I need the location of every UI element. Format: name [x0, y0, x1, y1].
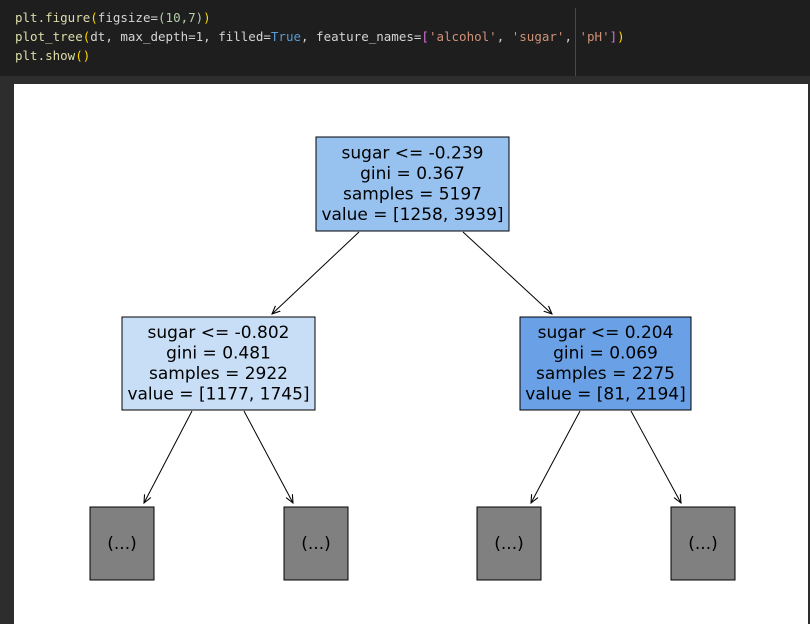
tree-node-label: sugar <= -0.239	[342, 144, 484, 164]
code-token: figsize=	[97, 10, 159, 25]
code-token: ()	[75, 48, 91, 63]
tree-node-box	[315, 136, 510, 232]
code-token: plt.figure	[15, 10, 91, 25]
code-line-1: plt.figure(figsize=(10,7))	[15, 10, 211, 26]
tree-node-label: (...)	[494, 534, 523, 554]
code-token: 'alcohol'	[428, 29, 497, 44]
tree-node-label: samples = 2922	[149, 364, 288, 384]
tree-node-leaf2: (...)	[283, 506, 349, 581]
tree-node-box	[519, 316, 692, 411]
tree-node-label: gini = 0.367	[360, 164, 465, 184]
code-token: ,	[564, 29, 580, 44]
tree-node-leaf4: (...)	[670, 506, 736, 581]
code-token: (10,7)	[158, 10, 204, 25]
tree-node-box	[670, 506, 736, 581]
code-cell[interactable]: plt.figure(figsize=(10,7)) plot_tree(dt,…	[0, 0, 810, 76]
tree-edge-right-leaf3	[531, 410, 581, 503]
tree-node-label: sugar <= 0.204	[538, 323, 674, 343]
code-token: plt.show	[15, 48, 76, 63]
code-token: (	[90, 10, 98, 25]
tree-node-label: gini = 0.069	[553, 344, 658, 364]
tree-node-box	[283, 506, 349, 581]
tree-edge-right-leaf4	[630, 410, 681, 503]
tree-node-label: gini = 0.481	[166, 344, 271, 364]
tree-node-leaf3: (...)	[476, 506, 542, 581]
tree-edge-root-left	[272, 231, 360, 314]
code-token: ,	[496, 29, 512, 44]
tree-node-label: value = [81, 2194]	[525, 385, 685, 405]
code-token: )	[617, 29, 625, 44]
tree-node-leaf1: (...)	[89, 506, 155, 581]
code-line-2: plot_tree(dt, max_depth=1, filled=True, …	[15, 29, 625, 45]
tree-node-box	[121, 316, 316, 411]
code-token: 'pH'	[579, 29, 610, 44]
tree-edge-left-leaf1	[144, 410, 193, 503]
tree-node-box	[89, 506, 155, 581]
tree-node-label: samples = 5197	[343, 185, 482, 205]
code-token: dt, max_depth=1, filled=	[90, 29, 271, 44]
code-token: )	[203, 10, 211, 25]
editor-ruler	[575, 8, 576, 76]
tree-node-label: samples = 2275	[536, 364, 675, 384]
tree-edge-left-leaf2	[243, 410, 293, 503]
tree-node-label: value = [1258, 3939]	[321, 205, 503, 225]
code-token: , feature_names=	[301, 29, 422, 44]
code-token: (	[82, 29, 91, 44]
code-token: 'sugar'	[511, 29, 565, 44]
code-line-3: plt.show()	[15, 48, 90, 64]
tree-node-label: (...)	[688, 534, 717, 554]
code-token: plot_tree	[15, 29, 83, 44]
tree-node-label: (...)	[301, 534, 330, 554]
code-token: True	[270, 29, 301, 44]
tree-node-label: sugar <= -0.802	[148, 323, 290, 343]
tree-edge-root-right	[462, 231, 552, 314]
tree-node-label: (...)	[107, 534, 136, 554]
tree-node-box	[476, 506, 542, 581]
code-token: [	[421, 29, 429, 44]
tree-node-label: value = [1177, 1745]	[127, 385, 309, 405]
code-token: ]	[609, 29, 618, 44]
